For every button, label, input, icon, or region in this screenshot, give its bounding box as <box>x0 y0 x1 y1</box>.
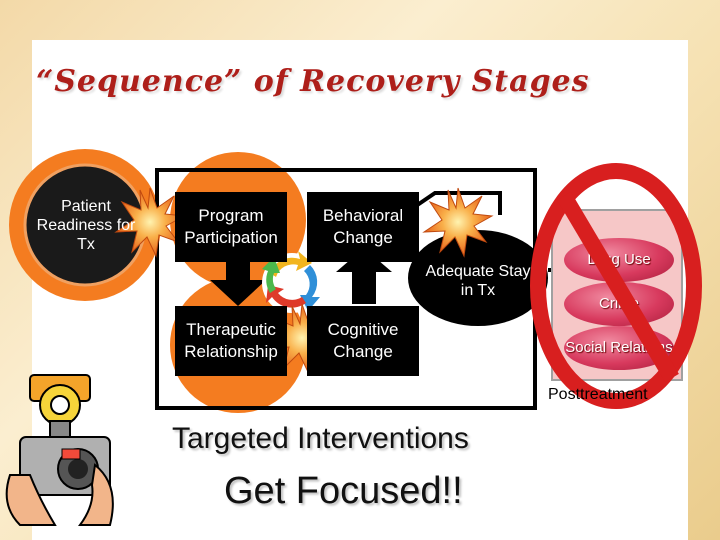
drug-use-pill: Drug Use <box>564 238 674 282</box>
targeted-interventions-text: Targeted Interventions <box>172 422 469 455</box>
starburst-adequate <box>422 187 494 258</box>
readiness-label: Patient Readiness for Tx <box>36 198 136 254</box>
adequate-stay-oval <box>408 230 548 326</box>
posttreatment-label: Posttreatment <box>548 386 648 403</box>
starburst-readiness <box>114 187 186 258</box>
slide-title: “Sequence” of Recovery Stages <box>36 64 590 99</box>
cycle-arrows-icon <box>262 251 322 313</box>
photographer-camera-icon <box>5 374 114 526</box>
social-relations-pill: Social Relations <box>564 326 674 370</box>
behavioral-change-box: Behavioral Change <box>307 192 419 262</box>
get-focused-text: Get Focused!! <box>224 470 463 512</box>
connector-line <box>408 191 502 215</box>
crime-pill: Crime <box>564 282 674 326</box>
cognitive-change-box: Cognitive Change <box>307 306 419 376</box>
adequate-stay-label: Adequate Stay in Tx <box>425 263 531 300</box>
program-participation-box: Program Participation <box>175 192 287 262</box>
therapeutic-relationship-box: Therapeutic Relationship <box>175 306 287 376</box>
